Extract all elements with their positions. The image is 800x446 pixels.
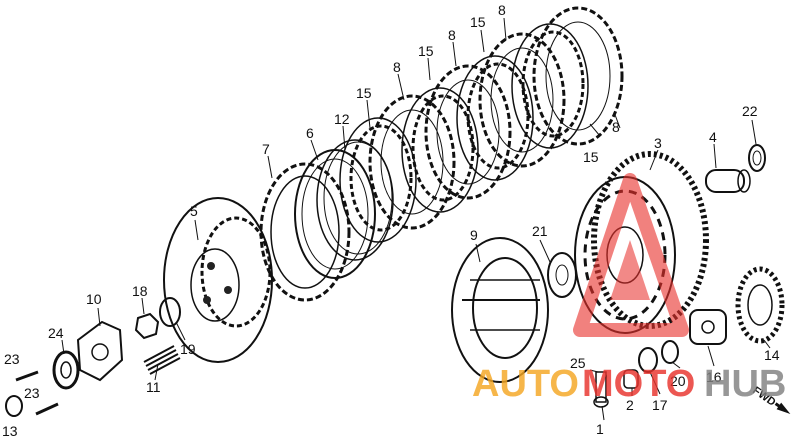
label-8d: 8 xyxy=(612,119,620,135)
clutch-outer-guide-4 xyxy=(705,169,751,193)
judder-spring-12 xyxy=(316,139,394,261)
thrust-washer-21 xyxy=(547,252,577,298)
clutch-lifter-16 xyxy=(689,309,727,345)
pin-2 xyxy=(623,369,639,389)
part-labels: 7 6 12 15 8 15 8 15 8 15 15 8 5 9 21 3 4… xyxy=(2,2,780,439)
label-7: 7 xyxy=(262,141,270,157)
bolt-23b xyxy=(35,402,59,416)
clutch-plate-15d xyxy=(511,23,589,149)
watermark-hub: HUB xyxy=(704,363,786,405)
label-24: 24 xyxy=(48,325,64,341)
friction-disc-8c xyxy=(478,32,566,168)
clutch-center-9 xyxy=(451,237,549,383)
label-23a: 23 xyxy=(4,351,20,367)
thrust-washer-22 xyxy=(748,144,766,172)
clutch-plate-stack xyxy=(259,6,624,302)
friction-disc-8b xyxy=(424,64,512,200)
pressure-plate-5 xyxy=(163,197,273,363)
label-8b: 8 xyxy=(448,27,456,43)
clutch-plate-15a xyxy=(339,117,417,243)
label-17: 17 xyxy=(652,397,668,413)
label-5: 5 xyxy=(190,203,198,219)
label-9: 9 xyxy=(470,227,478,243)
label-1: 1 xyxy=(596,421,604,437)
label-15e: 15 xyxy=(583,149,599,165)
friction-disc-7 xyxy=(259,162,351,302)
label-21: 21 xyxy=(532,223,548,239)
label-8c: 8 xyxy=(498,2,506,18)
label-19: 19 xyxy=(180,341,196,357)
label-18: 18 xyxy=(132,283,148,299)
part-13 xyxy=(5,395,23,417)
label-14: 14 xyxy=(764,347,780,363)
label-15a: 15 xyxy=(356,85,372,101)
label-20: 20 xyxy=(670,373,686,389)
friction-disc-8d xyxy=(532,6,624,146)
label-22: 22 xyxy=(742,103,758,119)
washer-20 xyxy=(661,340,679,364)
watermark-moto: MOTO xyxy=(582,363,695,405)
label-6: 6 xyxy=(306,125,314,141)
bolt-1 xyxy=(593,371,609,408)
label-23b: 23 xyxy=(24,385,40,401)
label-15b: 15 xyxy=(418,43,434,59)
label-3: 3 xyxy=(654,135,662,151)
label-4: 4 xyxy=(709,129,717,145)
oil-pump-drive-gear-14 xyxy=(735,266,785,344)
clutch-plate-15b xyxy=(401,87,479,213)
label-15c: 15 xyxy=(470,14,486,30)
autmotohub-watermark: AUTO MOTO HUB xyxy=(472,173,786,405)
label-10: 10 xyxy=(86,291,102,307)
label-11: 11 xyxy=(146,379,161,395)
label-12: 12 xyxy=(334,111,350,127)
lifter-plate-10 xyxy=(76,320,124,382)
label-13: 13 xyxy=(2,423,18,439)
spring-11 xyxy=(143,345,181,375)
label-2: 2 xyxy=(626,397,634,413)
bearing-24 xyxy=(52,350,80,390)
label-25: 25 xyxy=(570,355,586,371)
label-16: 16 xyxy=(706,369,722,385)
watermark-auto: AUTO xyxy=(472,363,579,405)
clutch-plate-6 xyxy=(294,149,376,279)
washer-19 xyxy=(159,297,181,327)
leader-lines xyxy=(61,17,771,421)
label-8a: 8 xyxy=(393,59,401,75)
watermark-triangle-logo xyxy=(573,173,689,337)
washer-17 xyxy=(638,347,658,373)
bolt-23a xyxy=(15,370,39,382)
bolt-18 xyxy=(134,312,160,340)
